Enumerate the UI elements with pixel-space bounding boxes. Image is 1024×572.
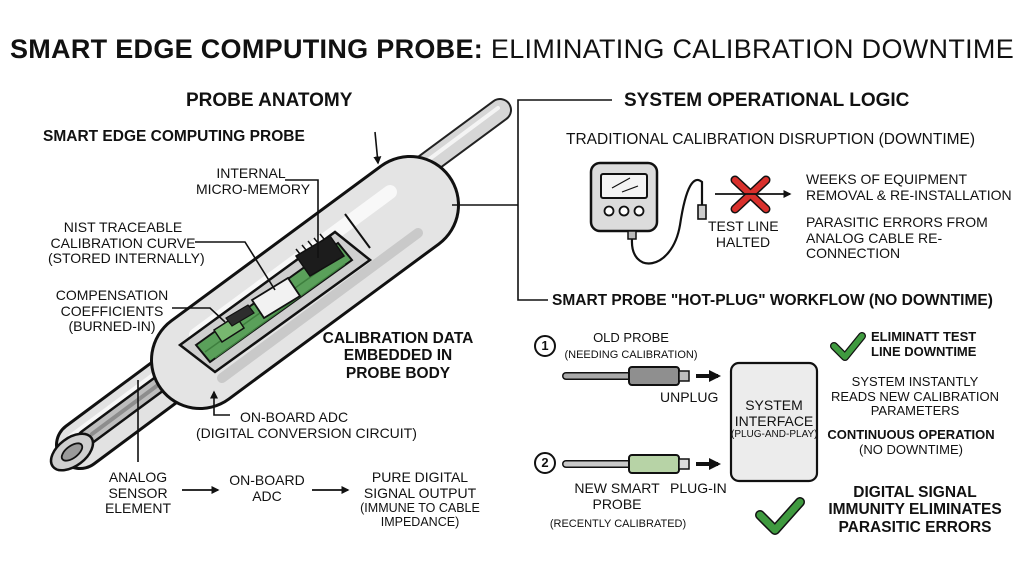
halted-cross	[715, 175, 792, 214]
parasitic-label: PARASITIC ERRORS FROM ANALOG CABLE RE- C…	[806, 214, 988, 262]
system-interface-box	[729, 361, 819, 483]
old-probe-graphic	[562, 366, 721, 386]
probe-body	[150, 155, 460, 410]
check-icon	[755, 497, 805, 535]
old-probe-label: OLD PROBE	[593, 330, 669, 345]
probe-tip	[49, 432, 95, 472]
embedded-label: CALIBRATION DATA EMBEDDED IN PROBE BODY	[322, 330, 474, 382]
calibration-curve-chip	[250, 276, 302, 320]
check-icon	[830, 332, 866, 361]
plugin-label: PLUG-IN	[670, 480, 727, 496]
adc-label: ON-BOARD ADC (DIGITAL CONVERSION CIRCUIT…	[196, 409, 417, 441]
new-probe-sub: (RECENTLY CALIBRATED)	[549, 518, 687, 530]
section-bracket	[452, 99, 612, 301]
step-1-number: 1	[541, 338, 549, 353]
halted-label: TEST LINE HALTED	[708, 218, 779, 250]
traditional-heading: TRADITIONAL CALIBRATION DISRUPTION (DOWN…	[566, 131, 976, 148]
continuous-label: CONTINUOUS OPERATION (NO DOWNTIME)	[827, 427, 995, 457]
old-probe-sub: (NEEDING CALIBRATION)	[564, 349, 698, 361]
page-title: SMART EDGE COMPUTING PROBE: ELIMINATING …	[0, 34, 1024, 64]
flow-output-label: PURE DIGITAL SIGNAL OUTPUT (IMMUNE TO CA…	[360, 469, 480, 530]
anatomy-leader-lines	[137, 131, 382, 462]
nist-curve-label: NIST TRACEABLE CALIBRATION CURVE (STORED…	[48, 219, 205, 267]
title-light: ELIMINATING CALIBRATION DOWNTIME	[490, 34, 1015, 64]
step-markers	[534, 335, 556, 474]
immunity-label: DIGITAL SIGNAL IMMUNITY ELIMINATES PARAS…	[828, 484, 1002, 536]
new-probe-label: NEW SMART PROBE	[574, 480, 660, 512]
probe-label: SMART EDGE COMPUTING PROBE	[43, 128, 305, 145]
system-interface-label: SYSTEM INTERFACE (PLUG-AND-PLAY)	[731, 397, 818, 441]
analog-meter-device	[589, 161, 707, 265]
coefficients-label: COMPENSATION COEFFICIENTS (BURNED-IN)	[55, 287, 169, 335]
unplug-label: UNPLUG	[660, 389, 719, 405]
micro-memory-label: INTERNAL MICRO-MEMORY	[196, 165, 311, 197]
title-bold: SMART EDGE COMPUTING PROBE:	[9, 34, 484, 64]
logic-heading: SYSTEM OPERATIONAL LOGIC	[624, 90, 910, 111]
new-probe-graphic	[562, 454, 721, 474]
step-2-number: 2	[541, 455, 549, 470]
hotplug-heading: SMART PROBE "HOT-PLUG" WORKFLOW (NO DOWN…	[552, 292, 993, 309]
eliminate-label: ELIMINATT TEST LINE DOWNTIME	[871, 329, 977, 359]
flow-sensor-label: ANALOG SENSOR ELEMENT	[104, 469, 172, 517]
flow-adc-label: ON-BOARD ADC	[229, 472, 305, 504]
anatomy-heading: PROBE ANATOMY	[186, 90, 353, 111]
instant-label: SYSTEM INSTANTLY READS NEW CALIBRATION P…	[830, 374, 1000, 419]
weeks-label: WEEKS OF EQUIPMENT REMOVAL & RE-INSTALLA…	[806, 171, 1012, 203]
